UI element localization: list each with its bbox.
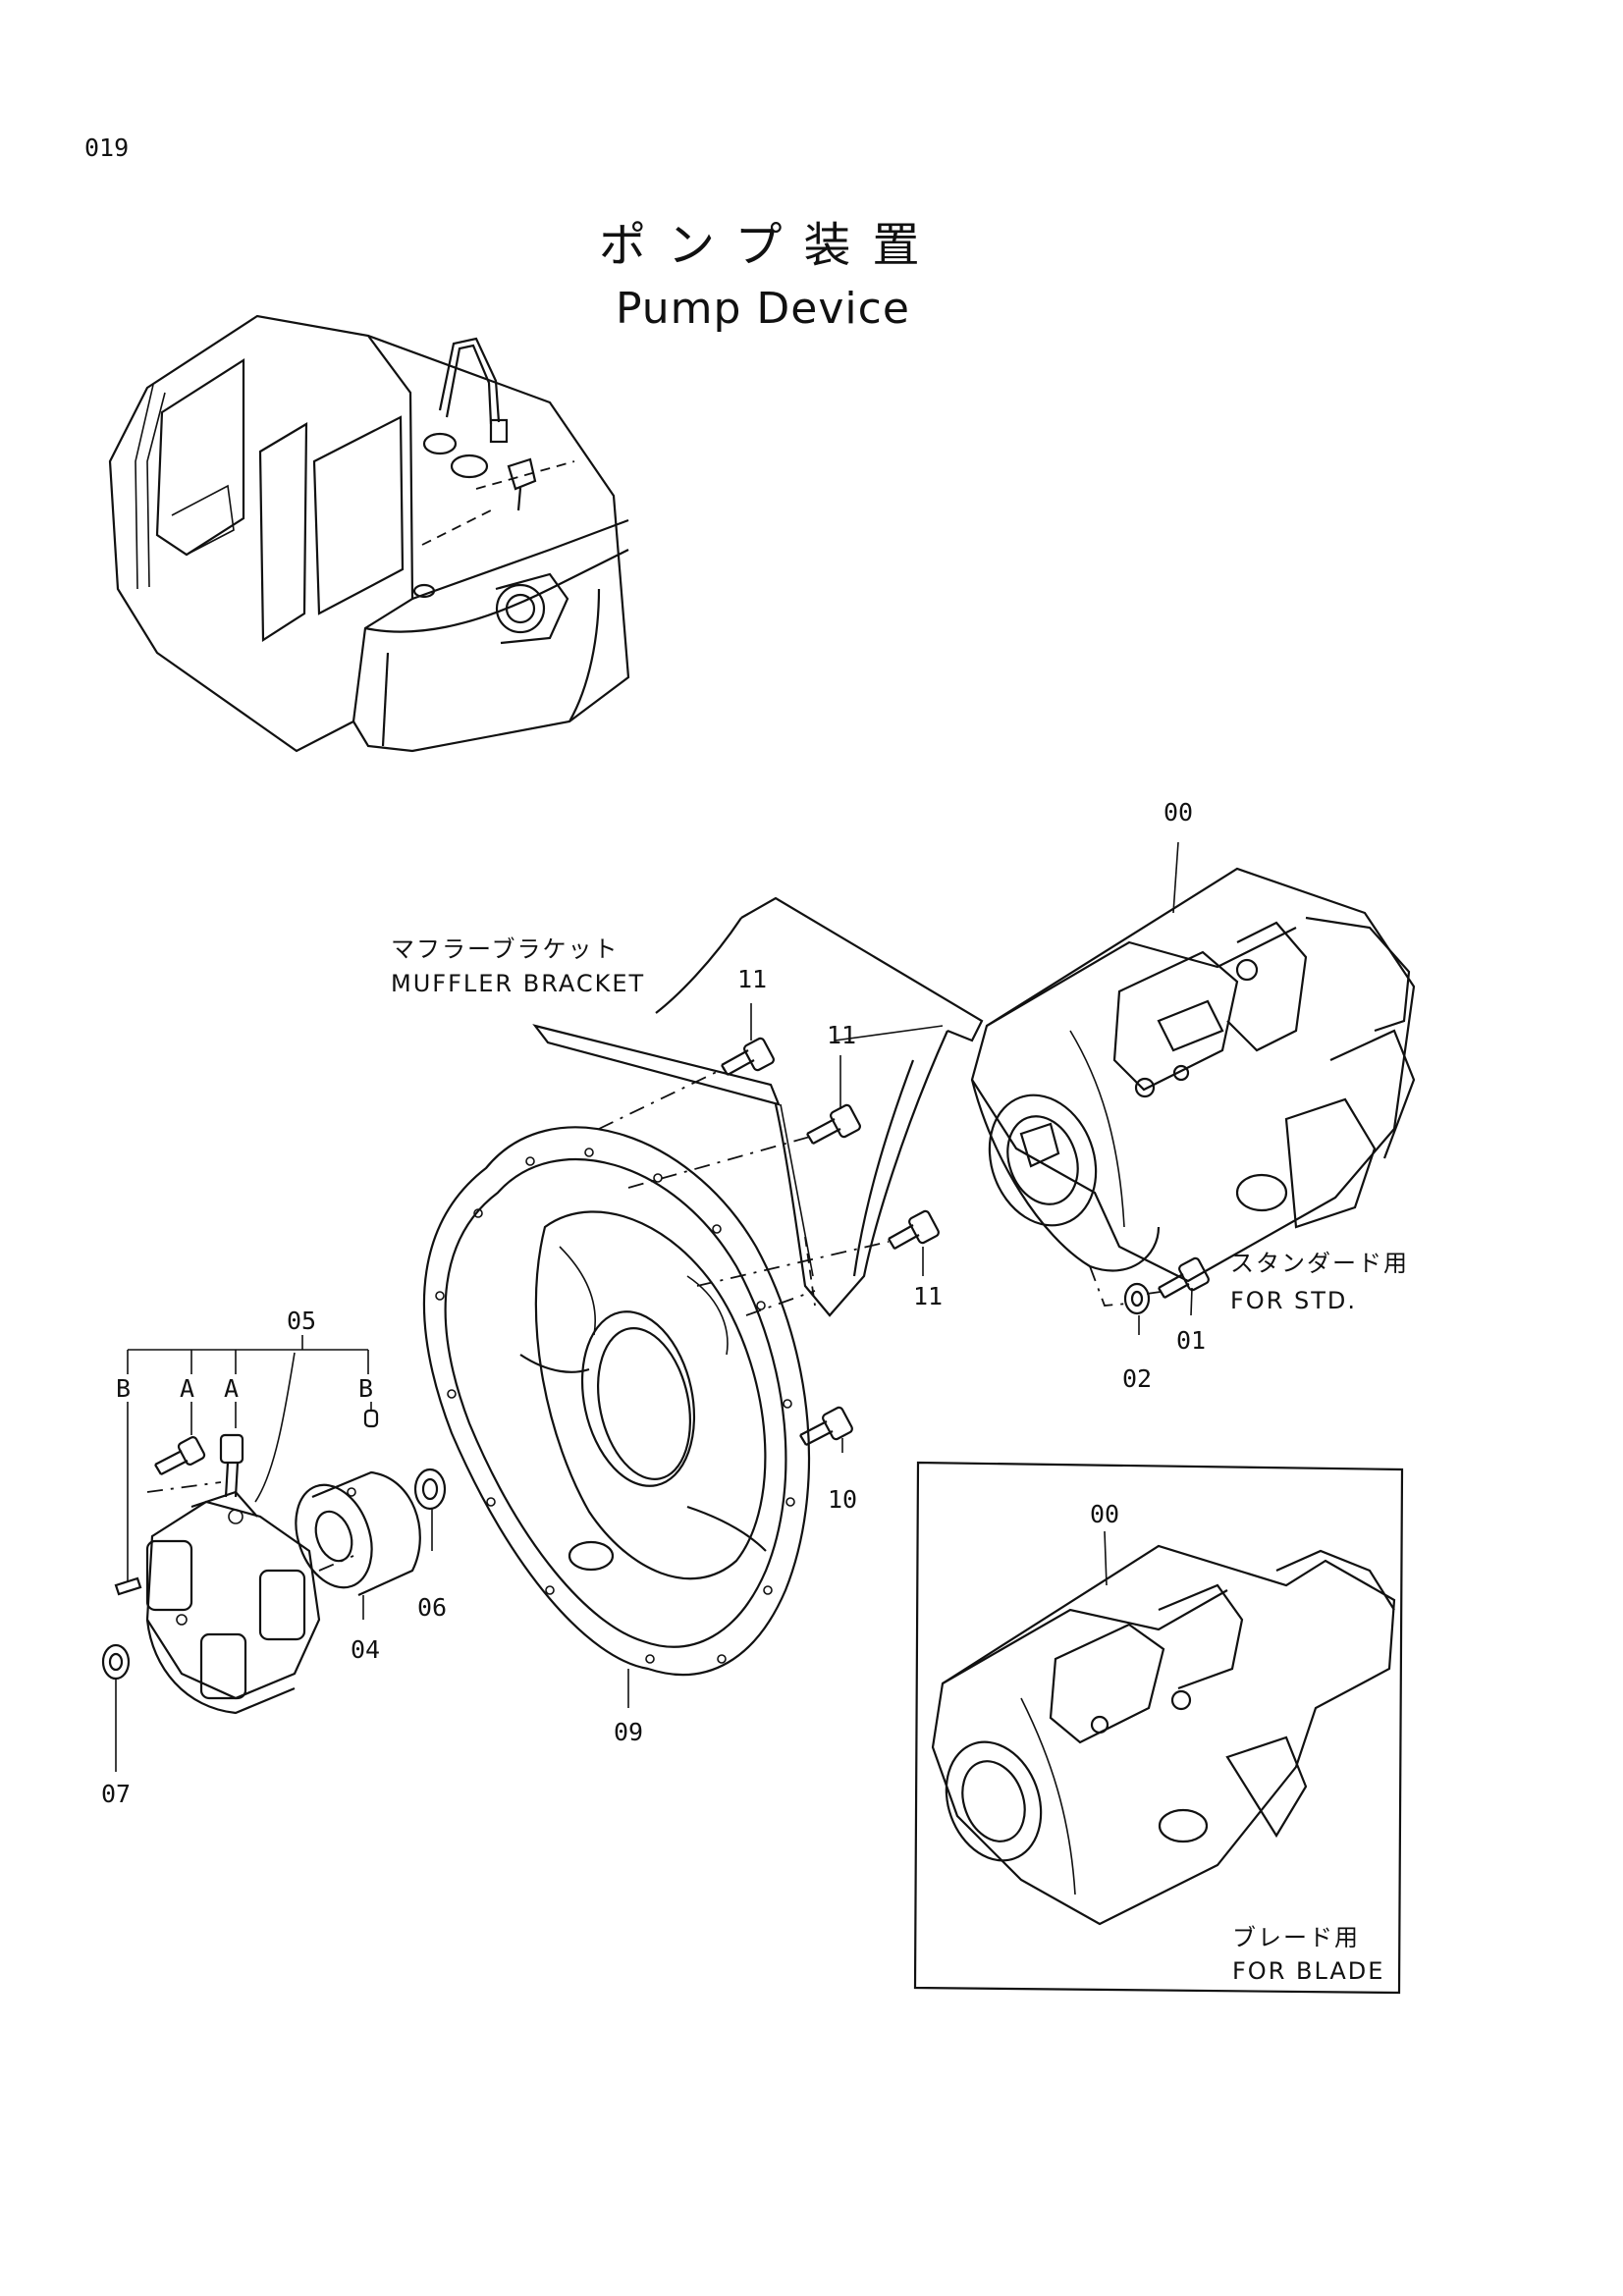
guide-lines — [146, 1067, 1162, 1572]
callout-06: 06 — [417, 1593, 448, 1622]
bolt-icon — [114, 1037, 1210, 1596]
page-title-english: Pump Device — [616, 284, 910, 334]
coupling-icon — [145, 1490, 321, 1715]
blade-caption-en: FOR BLADE — [1232, 1957, 1385, 1985]
pump-assembly-icon — [970, 867, 1416, 1283]
callout-11: 11 — [827, 1021, 857, 1049]
blade-caption-jp: ブレード用 — [1232, 1924, 1360, 1951]
std-caption-en: FOR STD. — [1230, 1287, 1358, 1314]
page-number: 019 — [84, 133, 130, 162]
hub-icon — [295, 1470, 421, 1597]
washer-icon — [101, 1282, 1151, 1681]
flange-housing-icon — [422, 1126, 811, 1677]
callout-B: B — [116, 1374, 132, 1403]
callout-02: 02 — [1122, 1364, 1153, 1393]
callout-10: 10 — [828, 1485, 858, 1514]
callout-05: 05 — [287, 1307, 317, 1335]
muffler-bracket-icon — [532, 896, 984, 1317]
muffler-bracket-caption-en: MUFFLER BRACKET — [391, 970, 646, 997]
callout-A: A — [224, 1374, 240, 1403]
std-caption-jp: スタンダード用 — [1230, 1250, 1409, 1277]
callout-04: 04 — [351, 1635, 381, 1664]
callout-B: B — [358, 1374, 374, 1403]
callout-09: 09 — [614, 1718, 644, 1746]
blade-variant-box — [913, 1461, 1404, 1995]
callout-11: 11 — [737, 965, 768, 993]
callout-00-blade: 00 — [1090, 1500, 1120, 1528]
callout-00-std: 00 — [1163, 798, 1194, 827]
excavator-overview-icon — [108, 314, 630, 753]
callout-01: 01 — [1176, 1326, 1207, 1355]
callout-A: A — [180, 1374, 195, 1403]
page-title-japanese: ポンプ装置 — [599, 218, 942, 273]
callout-11: 11 — [913, 1282, 944, 1310]
leader-lines — [115, 841, 1193, 1772]
callout-07: 07 — [101, 1780, 132, 1808]
muffler-bracket-caption-jp: マフラーブラケット — [391, 935, 620, 963]
